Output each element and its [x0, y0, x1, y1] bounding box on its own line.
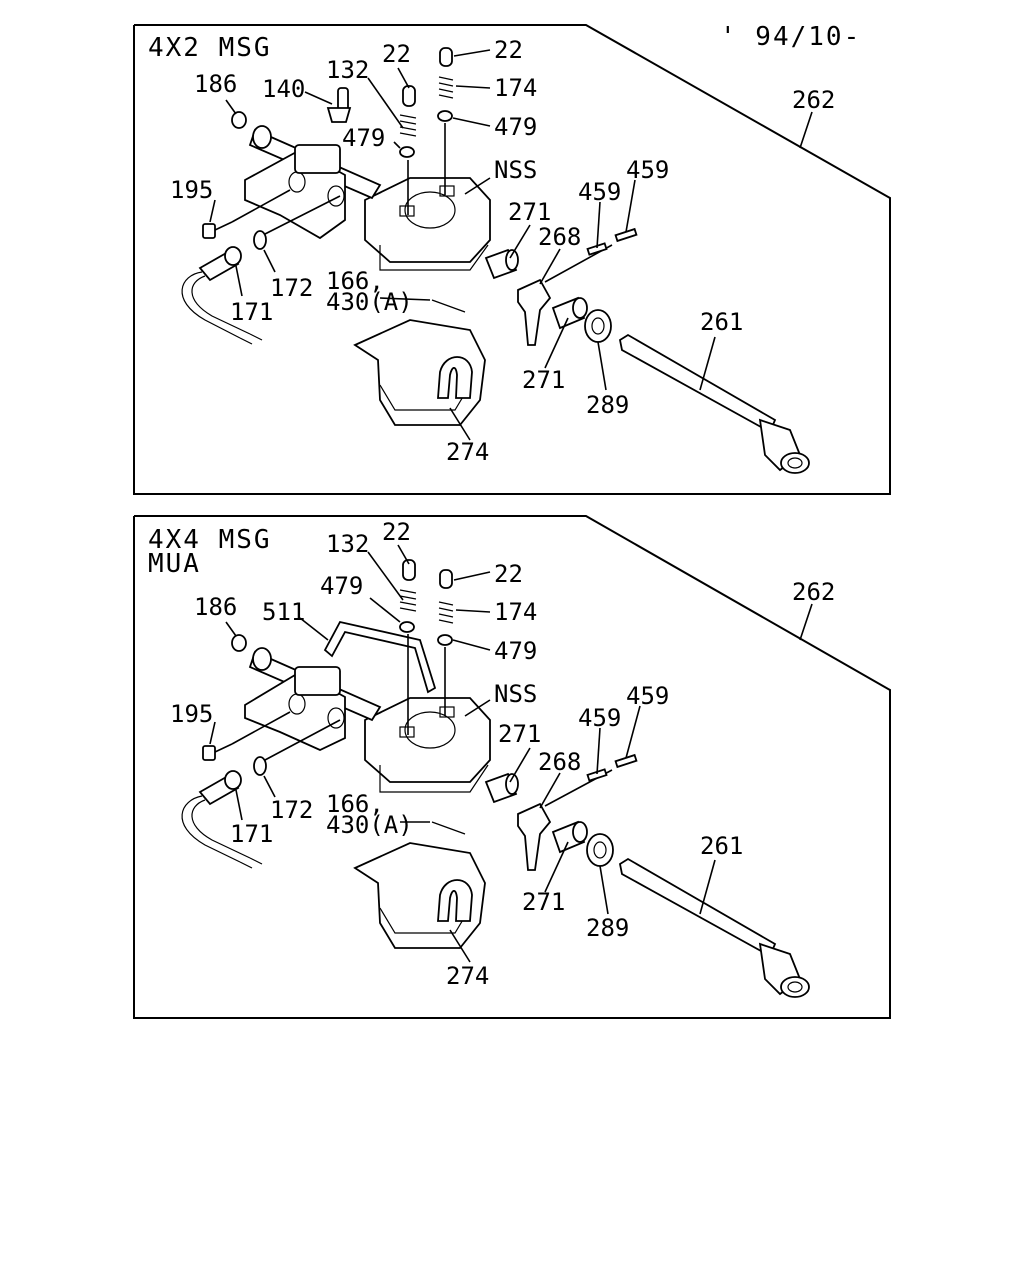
callout-195: 195 [170, 176, 213, 204]
plug-186 [231, 111, 247, 129]
pin-166 [431, 299, 466, 313]
callout-459-left: 459 [578, 704, 621, 732]
leader-lines [209, 544, 813, 963]
callout-511: 511 [262, 598, 305, 626]
lever-parts [484, 772, 614, 871]
panel-4x4: 4X4 MSG MUA [133, 515, 891, 1019]
switch-140 [326, 87, 352, 123]
panel-4x2: 4X2 MSG [133, 24, 891, 495]
callout-261: 261 [700, 308, 743, 336]
bolt-195 [202, 189, 291, 239]
cover-274 [353, 842, 486, 949]
panel-title-line-2: MUA [148, 549, 201, 579]
callout-195: 195 [170, 700, 213, 728]
callout-166: 166, [326, 790, 384, 818]
switch-171 [181, 770, 263, 869]
shift-housing [364, 177, 491, 271]
callout-459-left: 459 [578, 178, 621, 206]
detent-parts [399, 559, 454, 735]
date-code: ' 94/10- [720, 22, 861, 52]
callout-479-right: 479 [494, 113, 537, 141]
leader-lines [209, 49, 813, 441]
callout-172: 172 [270, 274, 313, 302]
callout-274: 274 [446, 962, 489, 990]
plug-186 [231, 634, 247, 652]
panel-frame [133, 24, 891, 495]
callout-268: 268 [538, 748, 581, 776]
pin-166 [431, 821, 466, 835]
washer-172 [253, 230, 267, 250]
callout-268: 268 [538, 223, 581, 251]
callout-171: 171 [230, 820, 273, 848]
cover-274 [353, 319, 486, 426]
panel-frame [133, 515, 891, 1019]
callout-132: 132 [326, 56, 369, 84]
callout-430a: 430(A) [326, 811, 413, 839]
breather-hose-511 [323, 620, 437, 694]
callout-430a: 430(A) [326, 288, 413, 316]
callout-140: 140 [262, 75, 305, 103]
callout-174: 174 [494, 598, 537, 626]
callout-271-lower: 271 [522, 888, 565, 916]
callout-261: 261 [700, 832, 743, 860]
callout-459-right: 459 [626, 156, 669, 184]
panel-title-line-1: 4X2 MSG [148, 33, 272, 63]
callout-132: 132 [326, 530, 369, 558]
callout-nss: NSS [494, 156, 537, 184]
shift-shaft-261 [618, 857, 810, 998]
callout-166: 166, [326, 267, 384, 295]
callout-172: 172 [270, 796, 313, 824]
callout-nss: NSS [494, 680, 537, 708]
callout-289: 289 [586, 914, 629, 942]
callout-271-upper: 271 [498, 720, 541, 748]
mounting-bracket [244, 144, 346, 240]
callout-479-left: 479 [342, 124, 385, 152]
callout-274: 274 [446, 438, 489, 466]
bolt-195 [202, 711, 291, 761]
callout-186: 186 [194, 70, 237, 98]
callout-174: 174 [494, 74, 537, 102]
callout-479-left: 479 [320, 572, 363, 600]
callout-186: 186 [194, 593, 237, 621]
callout-22-left: 22 [382, 518, 411, 546]
callout-171: 171 [230, 298, 273, 326]
lever-parts [484, 248, 612, 346]
detent-parts [399, 47, 454, 215]
callout-22-left: 22 [382, 40, 411, 68]
callout-271-lower: 271 [522, 366, 565, 394]
panel-title-line-1: 4X4 MSG [148, 525, 272, 555]
washer-172 [253, 756, 267, 776]
switch-171 [181, 246, 263, 345]
callout-479-right: 479 [494, 637, 537, 665]
shift-shaft-261 [618, 333, 810, 474]
callout-262: 262 [792, 578, 835, 606]
callout-22-right: 22 [494, 560, 523, 588]
pins-459 [544, 227, 638, 283]
callout-459-right: 459 [626, 682, 669, 710]
callout-22-right: 22 [494, 36, 523, 64]
callout-289: 289 [586, 391, 629, 419]
callout-262: 262 [792, 86, 835, 114]
callout-271-upper: 271 [508, 198, 551, 226]
shift-housing [364, 697, 491, 793]
mounting-bracket [244, 666, 346, 751]
pins-459 [544, 753, 638, 807]
